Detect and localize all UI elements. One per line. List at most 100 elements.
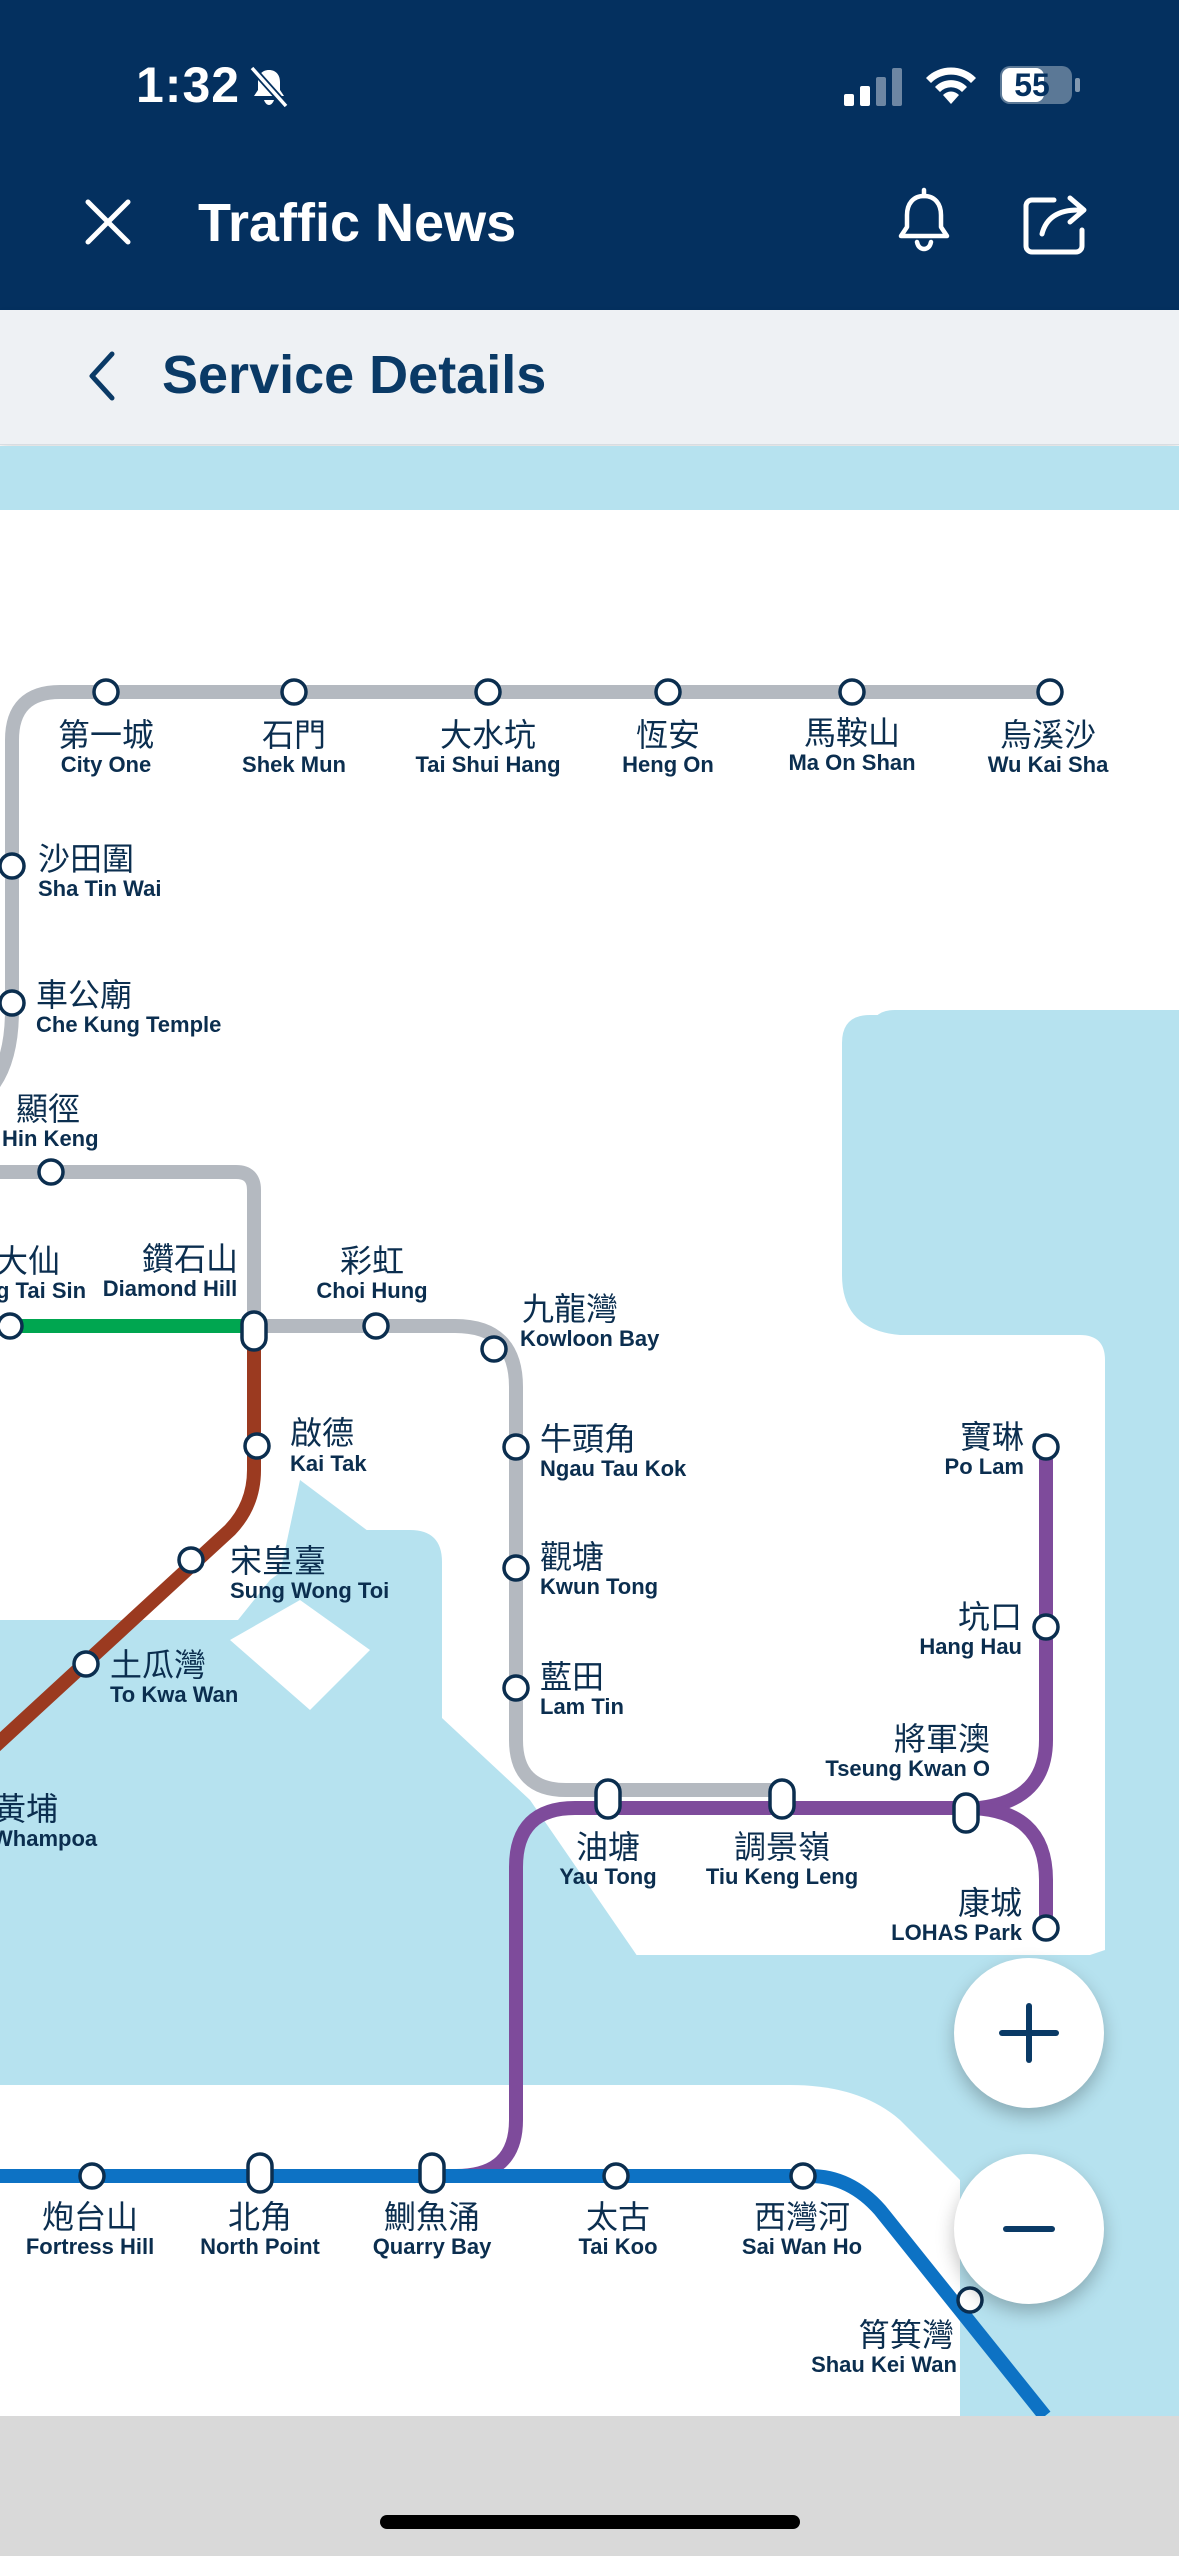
station-label-zh[interactable]: 鰂魚涌 (384, 2198, 480, 2236)
station-label-zh[interactable]: 啟德 (290, 1414, 354, 1452)
station-marker-fortress-hill[interactable] (78, 2162, 106, 2190)
station-marker-shau-kei-wan[interactable] (956, 2286, 984, 2314)
station-label-zh[interactable]: 北角 (228, 2198, 292, 2236)
station-label-zh[interactable]: 炮台山 (42, 2198, 138, 2236)
station-label-en[interactable]: City One (61, 752, 151, 777)
station-label-zh[interactable]: 車公廟 (36, 976, 132, 1014)
station-label-zh[interactable]: 鑽石山 (142, 1240, 238, 1278)
station-marker-shek-mun[interactable] (280, 678, 308, 706)
station-marker-tai-shui-hang[interactable] (474, 678, 502, 706)
station-label-en[interactable]: Kai Tak (290, 1451, 367, 1476)
station-label-zh[interactable]: 沙田圍 (38, 840, 134, 878)
station-marker-quarry-bay[interactable] (418, 2152, 446, 2194)
station-label-zh[interactable]: 彩虹 (340, 1242, 404, 1280)
station-label-en[interactable]: Ngau Tau Kok (540, 1456, 687, 1481)
station-label-zh[interactable]: 筲箕灣 (858, 2316, 954, 2354)
station-label-zh[interactable]: 西灣河 (754, 2198, 850, 2236)
station-label-zh[interactable]: 油塘 (576, 1828, 640, 1866)
station-marker-to-kwa-wan[interactable] (72, 1650, 100, 1678)
zoom-in-button[interactable] (954, 1958, 1104, 2108)
station-label-zh[interactable]: 觀塘 (540, 1538, 604, 1576)
station-label-zh[interactable]: 黃埔 (0, 1790, 58, 1828)
station-marker-sha-tin-wai[interactable] (0, 852, 26, 880)
station-label-zh[interactable]: 藍田 (540, 1658, 604, 1696)
station-marker-hin-keng[interactable] (37, 1158, 65, 1186)
station-label-zh[interactable]: 寶琳 (960, 1418, 1024, 1456)
station-marker-che-kung-temple[interactable] (0, 989, 26, 1017)
station-label-en[interactable]: Whampoa (0, 1826, 98, 1851)
station-marker-ma-on-shan[interactable] (838, 678, 866, 706)
station-label-zh[interactable]: 調景嶺 (734, 1828, 830, 1866)
station-label-en[interactable]: Hin Keng (2, 1126, 99, 1151)
station-label-en[interactable]: Po Lam (945, 1454, 1024, 1479)
station-label-zh[interactable]: 康城 (958, 1884, 1022, 1922)
station-label-en[interactable]: Heng On (622, 752, 714, 777)
station-label-en[interactable]: Diamond Hill (103, 1276, 237, 1301)
station-label-en[interactable]: Shau Kei Wan (811, 2352, 957, 2377)
station-marker-north-point[interactable] (246, 2152, 274, 2194)
station-label-zh[interactable]: 將軍澳 (894, 1720, 990, 1758)
station-marker-hang-hau[interactable] (1032, 1613, 1060, 1641)
station-label-en[interactable]: Tiu Keng Leng (706, 1864, 858, 1889)
station-marker-yau-tong[interactable] (594, 1778, 622, 1820)
station-label-en[interactable]: g Tai Sin (0, 1278, 86, 1303)
station-label-en[interactable]: Ma On Shan (788, 750, 915, 775)
station-label-en[interactable]: North Point (200, 2234, 320, 2259)
station-label-en[interactable]: To Kwa Wan (110, 1682, 238, 1707)
station-marker-kai-tak[interactable] (243, 1432, 271, 1460)
station-label-zh[interactable]: 烏溪沙 (1000, 716, 1096, 754)
bell-icon[interactable] (888, 186, 960, 258)
station-label-en[interactable]: Lam Tin (540, 1694, 624, 1719)
station-label-en[interactable]: Kwun Tong (540, 1574, 658, 1599)
station-marker-kowloon-bay[interactable] (480, 1335, 508, 1363)
map-canvas[interactable]: 第一城 City One 石門 Shek Mun 大水坑 Tai Shui Ha… (0, 446, 1179, 2416)
station-marker-ngau-tau-kok[interactable] (502, 1433, 530, 1461)
station-label-zh[interactable]: 坑口 (958, 1598, 1022, 1636)
station-marker-tai-koo[interactable] (602, 2162, 630, 2190)
station-label-en[interactable]: Tai Koo (578, 2234, 657, 2259)
mtr-map[interactable]: 第一城 City One 石門 Shek Mun 大水坑 Tai Shui Ha… (0, 446, 1179, 2416)
station-label-zh[interactable]: 石門 (262, 716, 326, 754)
station-label-en[interactable]: Choi Hung (316, 1278, 427, 1303)
station-label-en[interactable]: Hang Hau (919, 1634, 1022, 1659)
station-marker-lohas-park[interactable] (1032, 1914, 1060, 1942)
station-marker-diamond-hill[interactable] (240, 1310, 268, 1352)
station-marker-heng-on[interactable] (654, 678, 682, 706)
chevron-left-icon[interactable] (78, 344, 126, 408)
station-label-en[interactable]: Tseung Kwan O (825, 1756, 990, 1781)
station-marker-lam-tin[interactable] (502, 1674, 530, 1702)
station-marker-kwun-tong[interactable] (502, 1554, 530, 1582)
home-indicator[interactable] (380, 2515, 800, 2529)
station-label-zh[interactable]: 第一城 (58, 716, 154, 754)
station-marker-city-one[interactable] (92, 678, 120, 706)
station-label-en[interactable]: Shek Mun (242, 752, 346, 777)
station-label-zh[interactable]: 顯徑 (16, 1090, 80, 1128)
station-marker-sai-wan-ho[interactable] (789, 2162, 817, 2190)
station-label-zh[interactable]: 大仙 (0, 1242, 60, 1280)
close-icon[interactable] (76, 190, 140, 254)
station-label-en[interactable]: Fortress Hill (26, 2234, 154, 2259)
station-marker-po-lam[interactable] (1032, 1433, 1060, 1461)
station-marker-tseung-kwan-o[interactable] (952, 1792, 980, 1834)
station-label-zh[interactable]: 土瓜灣 (110, 1646, 206, 1684)
station-label-en[interactable]: Yau Tong (559, 1864, 656, 1889)
station-label-en[interactable]: LOHAS Park (891, 1920, 1023, 1945)
station-marker-wong-tai-sin[interactable] (0, 1312, 24, 1340)
station-label-zh[interactable]: 太古 (586, 2198, 650, 2236)
station-label-zh[interactable]: 九龍灣 (522, 1290, 618, 1328)
station-marker-sung-wong-toi[interactable] (177, 1546, 205, 1574)
station-label-en[interactable]: Sha Tin Wai (38, 876, 161, 901)
zoom-out-button[interactable] (954, 2154, 1104, 2304)
station-label-en[interactable]: Kowloon Bay (520, 1326, 660, 1351)
station-label-en[interactable]: Wu Kai Sha (988, 752, 1109, 777)
station-label-en[interactable]: Che Kung Temple (36, 1012, 221, 1037)
station-label-en[interactable]: Sung Wong Toi (230, 1578, 389, 1603)
station-label-zh[interactable]: 馬鞍山 (804, 714, 900, 752)
station-label-zh[interactable]: 大水坑 (440, 716, 536, 754)
station-marker-wu-kai-sha[interactable] (1036, 678, 1064, 706)
station-marker-choi-hung[interactable] (362, 1312, 390, 1340)
share-icon[interactable] (1018, 186, 1098, 258)
station-label-zh[interactable]: 恆安 (636, 716, 700, 754)
station-label-en[interactable]: Sai Wan Ho (742, 2234, 862, 2259)
station-marker-tiu-keng-leng[interactable] (768, 1778, 796, 1820)
